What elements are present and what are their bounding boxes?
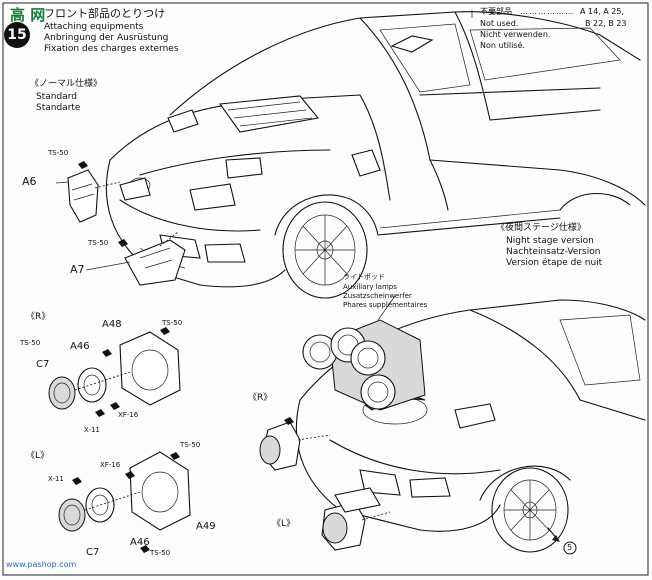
not-used-parts-2: B 22, B 23 [585,19,627,28]
lamps-label-fr: Phares supplémentaires [343,301,428,309]
car-night-drawing [259,299,646,555]
night-label-jp: 《夜間ステージ仕様》 [496,223,586,233]
callout-ts50-r2: TS-50 [20,339,41,347]
watermark-logo: 高 网 [10,6,46,24]
title-jp: フロント部品のとりつけ [44,7,166,20]
not-used-parts-1: A 14, A 25, [580,7,625,16]
callout-c7-l: C7 [86,547,100,558]
watermark-site-bottom: www.pashop.com [6,560,77,569]
callout-c7-r: C7 [36,359,50,370]
part-a7-drawing [118,231,186,286]
night-label-fr: Version étape de nuit [506,258,603,268]
callout-a46-l: A46 [130,537,150,548]
car-standard-drawing [105,11,646,299]
callout-l-night: 《L》 [272,519,296,529]
callout-a49: A49 [196,521,216,532]
not-used-label-fr: Non utilisé. [480,41,525,50]
callout-r-night: 《R》 [248,393,273,403]
parts-l-group [58,451,191,553]
callout-xf16-l: XF-16 [100,461,121,469]
callout-a48: A48 [102,319,122,330]
not-used-label-en: Not used. [480,19,519,28]
title-fr: Fixation des charges externes [44,44,179,54]
callout-l-left: 《L》 [26,451,50,461]
callout-ts50-a7: TS-50 [88,239,109,247]
callout-a7: A7 [70,263,85,276]
lamps-label-jp: ライトポッド [343,273,385,281]
title-de: Anbringung der Ausrüstung [44,33,169,43]
callout-ts50-r1: TS-50 [162,319,183,327]
lamps-label-en: Auxiliary lamps [343,283,397,291]
callout-ts50-l2: TS-50 [150,549,171,557]
callout-ref5: 5 [567,543,573,552]
standard-label-en: Standard [36,92,77,102]
night-label-en: Night stage version [506,236,594,246]
part-a6-drawing [67,161,121,223]
title-en: Attaching equipments [44,22,144,32]
standard-label-de: Standarte [36,103,81,113]
callout-xf16-r: XF-16 [118,411,139,419]
not-used-label-de: Nicht verwenden. [480,30,551,39]
callout-r-left: 《R》 [26,312,51,322]
step-number-badge: 15 [4,22,30,48]
standard-label-jp: 《ノーマル仕様》 [30,79,103,89]
parts-r-group [48,327,181,417]
callout-ts50-l1: TS-50 [180,441,201,449]
callout-a46-r: A46 [70,341,90,352]
not-used-dots: ……………… [520,7,574,16]
not-used-label-jp: 不要部品 [480,7,512,16]
callout-x11-l: X-11 [48,475,64,483]
callout-a6: A6 [22,175,37,188]
lamps-label-de: Zusatzscheinwerfer [343,292,412,300]
callout-x11-r: X-11 [84,426,100,434]
callout-ts50-a6: TS-50 [48,149,69,157]
night-label-de: Nachteinsatz-Version [506,247,601,257]
